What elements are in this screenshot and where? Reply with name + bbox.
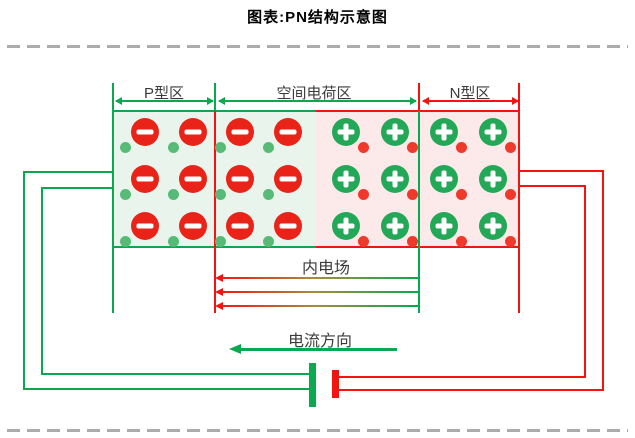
current-direction-label: 电流方向 — [287, 333, 353, 350]
green-carrier-dot-icon — [119, 188, 131, 200]
minus-circle-icon — [179, 118, 207, 146]
green-carrier-dot-icon — [214, 235, 226, 247]
current-direction-arrow-icon — [240, 348, 397, 351]
p-region-label: P型区 — [143, 85, 185, 102]
red-inner-wire — [338, 376, 586, 378]
red-outer-wire — [520, 170, 604, 172]
n-region-label: N型区 — [449, 85, 491, 102]
red-carrier-dot-icon — [406, 188, 418, 200]
internal-field-arrow-icon — [215, 302, 419, 310]
plus-circle-icon — [479, 212, 507, 240]
red-inner-wire — [584, 185, 586, 378]
green-inner-wire — [41, 187, 113, 189]
internal-field-label: 内电场 — [301, 260, 351, 277]
red-outer-wire — [338, 389, 604, 391]
red-carrier-dot-icon — [455, 188, 467, 200]
red-carrier-dot-icon — [504, 141, 516, 153]
red-carrier-dot-icon — [357, 141, 369, 153]
space-charge-region-label: 空间电荷区 — [276, 85, 352, 102]
minus-circle-icon — [274, 212, 302, 240]
red-carrier-dot-icon — [455, 235, 467, 247]
minus-circle-icon — [131, 118, 159, 146]
n-region-extent-arrow-icon — [422, 97, 519, 104]
space-charge-extent-arrow-icon — [218, 97, 417, 104]
minus-circle-icon — [226, 212, 254, 240]
plus-circle-icon — [332, 165, 360, 193]
green-carrier-dot-icon — [262, 235, 274, 247]
battery-long-terminal-icon — [309, 363, 316, 407]
minus-circle-icon — [274, 118, 302, 146]
green-carrier-dot-icon — [167, 141, 179, 153]
plus-circle-icon — [430, 165, 458, 193]
plus-circle-icon — [430, 118, 458, 146]
plus-circle-icon — [332, 118, 360, 146]
figure-title: 图表:PN结构示意图 — [247, 9, 388, 26]
green-inner-wire — [41, 187, 43, 375]
red-carrier-dot-icon — [504, 188, 516, 200]
minus-circle-icon — [131, 165, 159, 193]
minus-circle-icon — [226, 118, 254, 146]
red-outer-wire — [602, 170, 604, 391]
red-carrier-dot-icon — [406, 141, 418, 153]
plus-circle-icon — [381, 212, 409, 240]
green-carrier-dot-icon — [262, 188, 274, 200]
plus-circle-icon — [479, 165, 507, 193]
n-junction-boundary-line — [418, 111, 420, 313]
green-inner-wire — [41, 373, 312, 375]
p-junction-boundary-line — [214, 111, 216, 313]
minus-circle-icon — [226, 165, 254, 193]
green-carrier-dot-icon — [262, 141, 274, 153]
p-side-boundary-line — [112, 83, 114, 313]
minus-circle-icon — [179, 165, 207, 193]
plus-circle-icon — [381, 165, 409, 193]
n-junction-tick — [418, 83, 420, 111]
minus-circle-icon — [131, 212, 159, 240]
green-outer-wire — [23, 171, 113, 173]
green-carrier-dot-icon — [214, 141, 226, 153]
red-inner-wire — [520, 185, 586, 187]
red-carrier-dot-icon — [357, 188, 369, 200]
red-carrier-dot-icon — [357, 235, 369, 247]
green-carrier-dot-icon — [214, 188, 226, 200]
n-side-boundary-line — [518, 83, 520, 313]
internal-field-arrow-icon — [215, 288, 419, 296]
bottom-dashed-divider — [7, 429, 628, 432]
p-region-extent-arrow-icon — [115, 97, 214, 104]
red-carrier-dot-icon — [504, 235, 516, 247]
green-outer-wire — [23, 388, 312, 390]
plus-circle-icon — [479, 118, 507, 146]
red-carrier-dot-icon — [455, 141, 467, 153]
current-direction-arrowhead-icon — [229, 344, 241, 354]
green-carrier-dot-icon — [119, 235, 131, 247]
p-junction-tick — [214, 83, 216, 111]
plus-circle-icon — [332, 212, 360, 240]
plus-circle-icon — [381, 118, 409, 146]
internal-field-arrow-icon — [215, 274, 419, 282]
red-carrier-dot-icon — [406, 235, 418, 247]
green-carrier-dot-icon — [167, 188, 179, 200]
green-carrier-dot-icon — [167, 235, 179, 247]
green-carrier-dot-icon — [119, 141, 131, 153]
minus-circle-icon — [274, 165, 302, 193]
green-outer-wire — [23, 171, 25, 390]
minus-circle-icon — [179, 212, 207, 240]
battery-short-terminal-icon — [332, 370, 339, 398]
top-dashed-divider — [7, 45, 628, 48]
plus-circle-icon — [430, 212, 458, 240]
